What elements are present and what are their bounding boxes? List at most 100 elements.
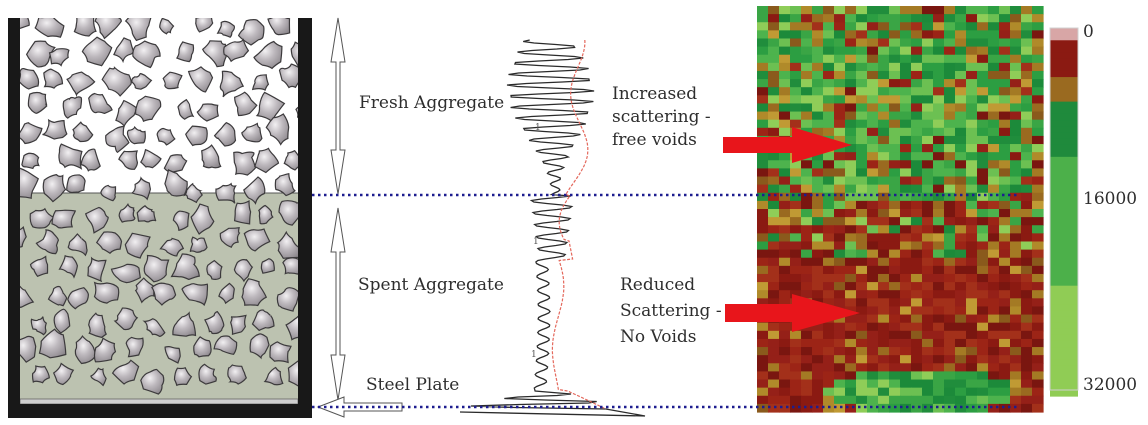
aggregate-particle	[151, 282, 177, 306]
heatmap-cell	[944, 217, 956, 226]
heatmap-cell	[768, 176, 780, 186]
heatmap-cell	[933, 306, 945, 316]
heatmap-cell	[878, 111, 890, 121]
heatmap-cell	[834, 387, 846, 397]
heatmap-cell	[823, 217, 835, 226]
heatmap-cell	[867, 168, 879, 178]
heatmap-cell	[878, 87, 890, 96]
heatmap-cell	[1010, 233, 1022, 243]
heatmap-cell	[889, 95, 901, 105]
heatmap-cell	[1021, 347, 1033, 356]
heatmap-cell	[801, 62, 813, 72]
heatmap-cell	[801, 363, 813, 372]
heatmap-cell	[1032, 379, 1044, 389]
heatmap-cell	[856, 257, 868, 267]
heatmap-cell	[801, 54, 813, 64]
heatmap-cell	[933, 6, 945, 15]
heatmap-cell	[1021, 298, 1033, 308]
heatmap-cell	[757, 6, 769, 15]
heatmap-cell	[999, 62, 1011, 72]
heatmap-cell	[856, 160, 868, 169]
heatmap-cell	[867, 217, 879, 226]
heatmap-cell	[768, 249, 780, 259]
heatmap-cell	[790, 168, 802, 178]
heatmap-cell	[966, 298, 978, 308]
heatmap-cell	[999, 135, 1011, 145]
heatmap-cell	[999, 144, 1011, 153]
heatmap-cell	[1032, 22, 1044, 31]
heatmap-cell	[834, 184, 846, 194]
colorbar-segment	[1050, 255, 1078, 262]
heatmap-cell	[790, 87, 802, 96]
heatmap-cell	[757, 233, 769, 243]
heatmap-cell	[878, 135, 890, 145]
heatmap-cell	[889, 363, 901, 372]
heatmap-cell	[977, 119, 989, 129]
heatmap-cell	[1010, 200, 1022, 210]
heatmap-cell	[889, 265, 901, 275]
heatmap-cell	[988, 184, 1000, 194]
heatmap-cell	[966, 30, 978, 40]
heatmap-cell	[790, 387, 802, 397]
heatmap-cell	[801, 14, 813, 23]
heatmap-cell	[977, 192, 989, 202]
heatmap-cell	[812, 6, 824, 15]
heatmap-cell	[977, 249, 989, 259]
heatmap-cell	[856, 330, 868, 340]
heatmap-cell	[933, 273, 945, 283]
heatmap-cell	[933, 282, 945, 291]
colorbar-segment	[1050, 64, 1078, 72]
colorbar-segment	[1050, 297, 1078, 305]
heatmap-cell	[988, 233, 1000, 243]
heatmap-cell	[867, 54, 879, 64]
heatmap-cell	[856, 241, 868, 251]
heatmap-cell	[845, 152, 857, 161]
colorbar-segment	[1050, 230, 1078, 238]
colorbar-segment	[1050, 58, 1078, 66]
steel-plate	[19, 398, 299, 405]
heatmap-cell	[1010, 152, 1022, 161]
heatmap-cell	[911, 265, 923, 275]
heatmap-cell	[856, 217, 868, 226]
heatmap-cell	[790, 290, 802, 299]
scattering-heatmap	[757, 6, 1044, 413]
heatmap-cell	[988, 363, 1000, 372]
heatmap-cell	[999, 127, 1011, 137]
heatmap-cell	[933, 62, 945, 72]
heatmap-cell	[922, 119, 934, 129]
heatmap-cell	[812, 87, 824, 96]
heatmap-cell	[768, 225, 780, 234]
heatmap-cell	[999, 330, 1011, 340]
heatmap-cell	[955, 290, 967, 299]
heatmap-cell	[922, 6, 934, 15]
heatmap-cell	[889, 62, 901, 72]
colorbar-segment	[1050, 113, 1078, 121]
heatmap-cell	[834, 363, 846, 372]
heatmap-cell	[977, 95, 989, 105]
heatmap-cell	[955, 160, 967, 169]
heatmap-cell	[955, 257, 967, 267]
aggregate-particle	[100, 184, 117, 202]
heatmap-cell	[988, 127, 1000, 137]
colorbar-segment	[1050, 150, 1078, 158]
heatmap-cell	[966, 233, 978, 243]
heatmap-cell	[933, 363, 945, 372]
heatmap-cell	[966, 184, 978, 194]
heatmap-cell	[1010, 395, 1022, 405]
heatmap-cell	[966, 330, 978, 340]
heatmap-cell	[1021, 135, 1033, 145]
heatmap-cell	[955, 87, 967, 96]
heatmap-cell	[845, 160, 857, 169]
heatmap-cell	[889, 217, 901, 226]
fresh-range-arrow	[330, 17, 346, 195]
aggregate-particle	[101, 66, 132, 97]
aggregate-particle	[20, 18, 30, 30]
heatmap-cell	[779, 241, 791, 251]
heatmap-cell	[955, 119, 967, 129]
colorbar-segment	[1050, 279, 1078, 287]
heatmap-cell	[988, 241, 1000, 251]
aggregate-particle	[73, 18, 97, 37]
heatmap-cell	[878, 6, 890, 15]
heatmap-cell	[801, 200, 813, 210]
colorbar-segment	[1050, 89, 1078, 96]
